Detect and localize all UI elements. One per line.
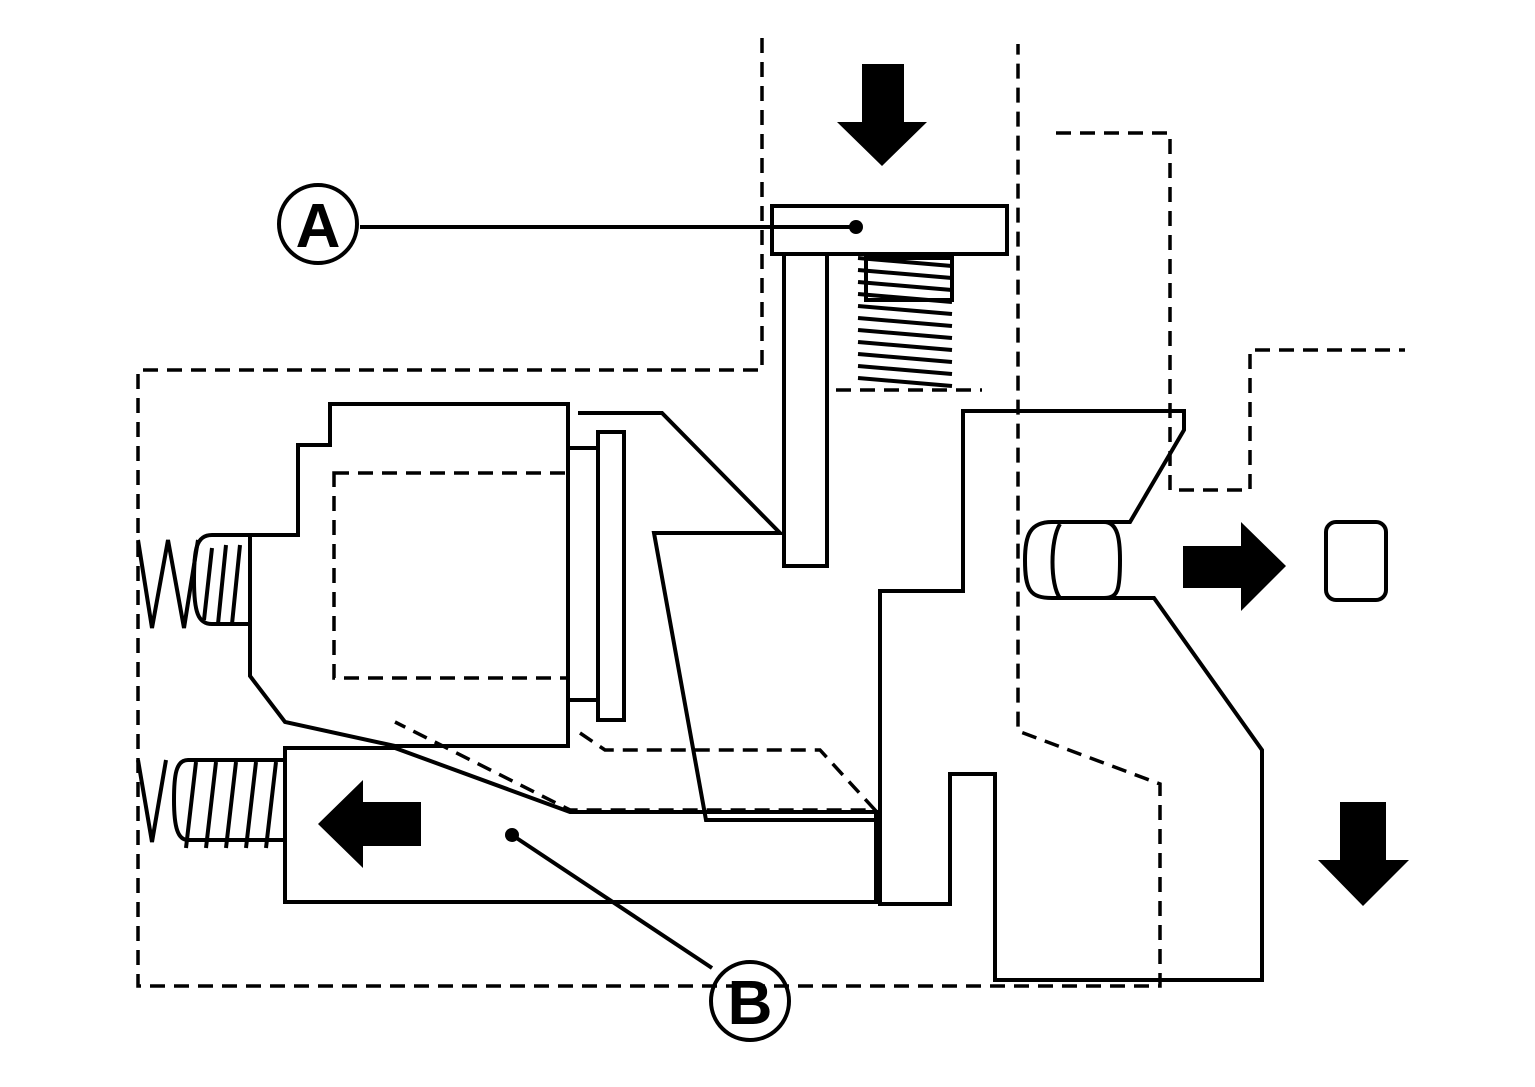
lower-left-spring (136, 758, 285, 849)
upper-left-spring (136, 533, 250, 629)
down-arrow-bottom-icon (1318, 802, 1409, 906)
top-spring (857, 256, 954, 388)
ejected-block (1324, 520, 1388, 602)
dashed-outlines (136, 38, 1405, 988)
callout-b: B (505, 828, 791, 1042)
callout-a-label: A (296, 192, 341, 261)
part-a-plate (770, 204, 1009, 568)
callout-a: A (277, 183, 863, 265)
right-lever (878, 409, 1264, 982)
left-arrow-icon (318, 780, 421, 868)
callout-b-label: B (728, 969, 773, 1038)
down-arrow-top-icon (837, 64, 927, 166)
upper-housing (248, 402, 626, 748)
part-b-slider (283, 746, 878, 904)
right-arrow-icon (1183, 522, 1286, 611)
